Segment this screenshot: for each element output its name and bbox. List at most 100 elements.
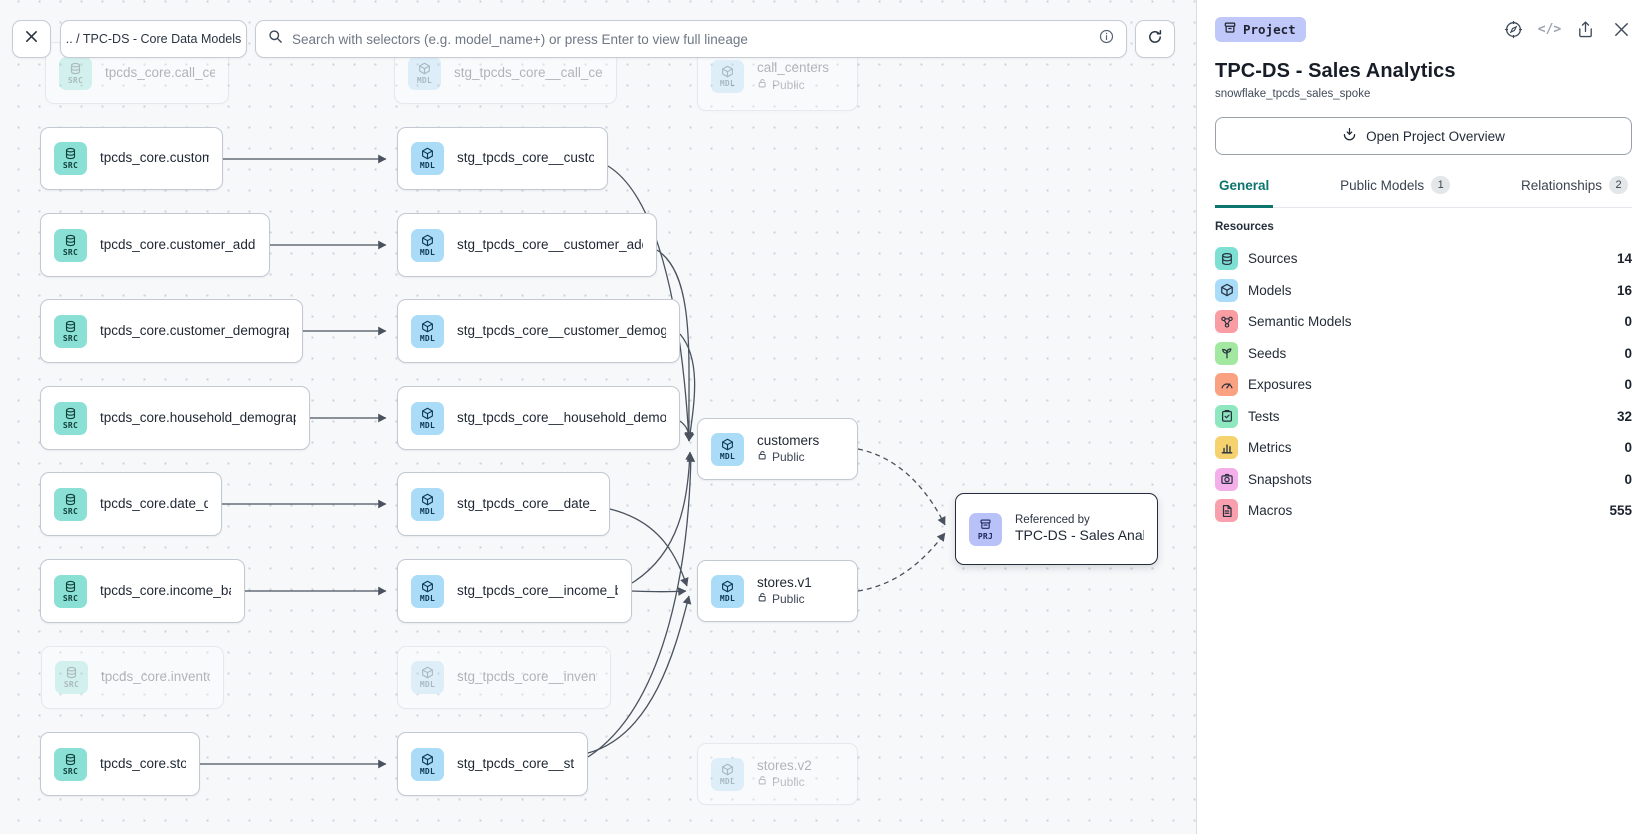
resource-count: 0: [1624, 345, 1632, 361]
code-view-icon[interactable]: </>: [1537, 22, 1562, 37]
node-type-label: SRC: [67, 75, 84, 85]
cube-icon: MDL: [411, 401, 444, 435]
database-icon: [1215, 247, 1238, 271]
node-src-customer[interactable]: SRC tpcds_core.customer: [40, 127, 223, 190]
cube-icon: MDL: [411, 661, 444, 694]
node-stg-customer-demographics[interactable]: MDLstg_tpcds_core__customer_demogra…: [397, 299, 680, 363]
node-label: tpcds_core.customer_address: [100, 236, 256, 252]
refresh-lineage-button[interactable]: [1135, 20, 1175, 58]
cube-icon: MDL: [711, 432, 744, 466]
project-title: TPC-DS - Sales Analytics: [1215, 60, 1456, 82]
database-icon: SRC: [54, 228, 87, 262]
lineage-edge: [631, 451, 695, 584]
node-label: tpcds_core.call_center: [105, 64, 215, 80]
search-input[interactable]: [292, 31, 1090, 47]
node-src-customer-address[interactable]: SRC tpcds_core.customer_address: [40, 213, 270, 277]
access-label: Public: [772, 450, 805, 465]
node-access: Public: [757, 78, 829, 93]
resource-row-seeds: Seeds 0: [1215, 338, 1632, 370]
share-export-icon[interactable]: [1575, 19, 1596, 40]
node-label: tpcds_core.household_demographics: [100, 409, 296, 425]
resource-label: Seeds: [1248, 345, 1287, 361]
node-label: stg_tpcds_core__date_dim: [457, 495, 596, 511]
archive-icon: PRJ: [969, 512, 1002, 546]
node-label: tpcds_core.customer: [100, 150, 209, 166]
node-type-label: PRJ: [977, 531, 994, 541]
lineage-edge: [609, 508, 689, 587]
node-text: stg_tpcds_core__household_demogr…: [457, 410, 666, 427]
open-project-overview-button[interactable]: Open Project Overview: [1215, 117, 1632, 155]
explore-compass-icon[interactable]: [1503, 19, 1524, 40]
node-type-label: SRC: [62, 161, 79, 170]
node-text: tpcds_core.customer_demographics: [100, 323, 289, 340]
breadcrumb[interactable]: .. / TPC-DS - Core Data Models: [60, 20, 247, 58]
resource-label: Metrics: [1248, 440, 1292, 456]
referenced-by-label: Referenced by: [1015, 514, 1090, 527]
lineage-edge: [679, 420, 694, 442]
tab-general[interactable]: General: [1215, 176, 1274, 208]
access-label: Public: [772, 775, 805, 790]
resources-heading: Resources: [1215, 221, 1274, 233]
node-label: tpcds_core.income_band: [100, 582, 231, 598]
details-panel: Project </> TPC-DS - Sales Analytics sno…: [1196, 0, 1648, 834]
project-subtitle: snowflake_tpcds_sales_spoke: [1215, 88, 1371, 100]
node-label: stores.v2: [757, 757, 812, 773]
close-panel-icon[interactable]: [1611, 19, 1632, 40]
resource-count: 0: [1624, 440, 1632, 456]
resource-count: 14: [1616, 251, 1632, 267]
panel-toolbar: </>: [1503, 19, 1632, 40]
resource-type-label: Project: [1243, 22, 1296, 37]
search-icon: [268, 29, 283, 49]
node-label: TPC-DS - Sales Analytics: [1015, 527, 1144, 544]
node-text: tpcds_core.household_demographics: [100, 410, 296, 427]
clipboard-icon: [1215, 404, 1238, 428]
node-label: stores.v1: [757, 574, 812, 590]
node-label: tpcds_core.customer_demographics: [100, 322, 289, 338]
node-label: stg_tpcds_core__store: [457, 755, 574, 771]
refresh-icon: [1147, 29, 1163, 50]
cube-icon: MDL: [411, 142, 444, 175]
node-label: customers: [757, 432, 820, 448]
node-stg-customer[interactable]: MDL stg_tpcds_core__customer: [397, 127, 608, 190]
node-src-customer-demographics[interactable]: SRC tpcds_core.customer_demographics: [40, 299, 303, 363]
node-type-label: MDL: [419, 680, 436, 689]
resource-count: 555: [1609, 503, 1632, 519]
node-type-label: SRC: [62, 333, 79, 343]
node-stg-date-dim[interactable]: MDL stg_tpcds_core__date_dim: [397, 472, 610, 536]
info-icon[interactable]: [1099, 29, 1114, 49]
close-lineage-button[interactable]: [12, 20, 51, 58]
close-icon: [24, 29, 39, 49]
tab-label: Public Models: [1340, 177, 1425, 193]
resource-label: Models: [1248, 282, 1292, 298]
database-icon: SRC: [54, 747, 87, 781]
resource-count: 0: [1624, 314, 1632, 330]
node-stg-household-demographics[interactable]: MDL stg_tpcds_core__household_demogr…: [397, 386, 680, 450]
node-label: call_centers: [757, 60, 830, 76]
database-icon: SRC: [55, 661, 88, 694]
cube-icon: MDL: [411, 487, 444, 521]
node-label: stg_tpcds_core__customer: [457, 150, 594, 166]
lineage-canvas[interactable]: SRC tpcds_core.call_centerSRC tpcds_core.c…: [0, 0, 1196, 834]
